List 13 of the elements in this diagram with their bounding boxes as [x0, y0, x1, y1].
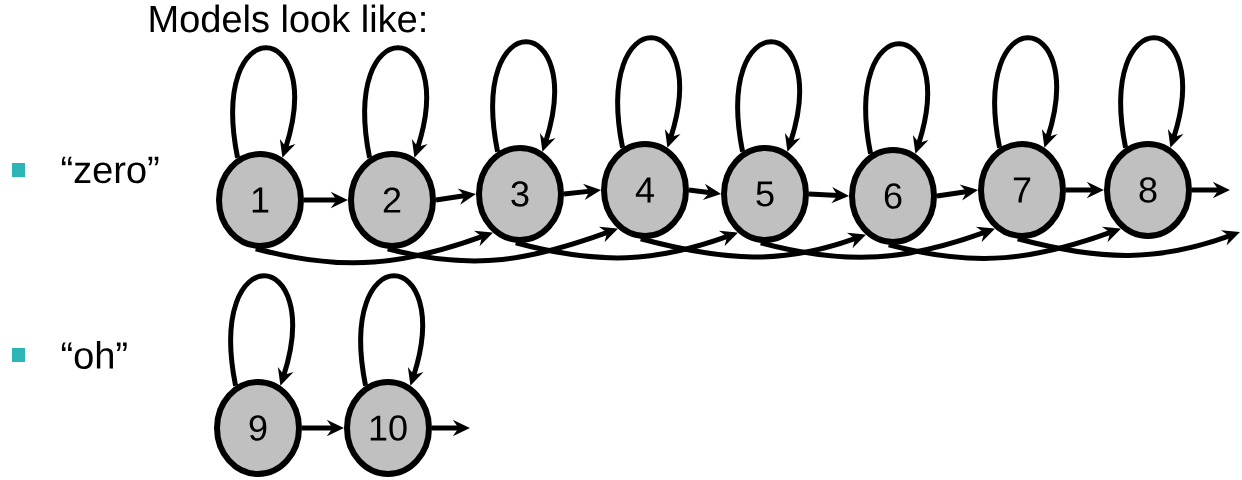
arrow: [358, 273, 425, 387]
arrow: [863, 41, 930, 155]
arrow: [735, 39, 802, 153]
arrow: [230, 45, 297, 159]
bullet-text: “zero”: [61, 156, 159, 184]
arrow: [992, 35, 1059, 149]
bullet-text: “oh”: [61, 341, 127, 369]
arrow: [490, 39, 557, 153]
arrow: [1118, 35, 1185, 149]
heading: Models look like:: [150, 4, 425, 33]
arrow: [615, 35, 682, 149]
arrow: [228, 273, 295, 387]
arrow: [362, 45, 429, 159]
